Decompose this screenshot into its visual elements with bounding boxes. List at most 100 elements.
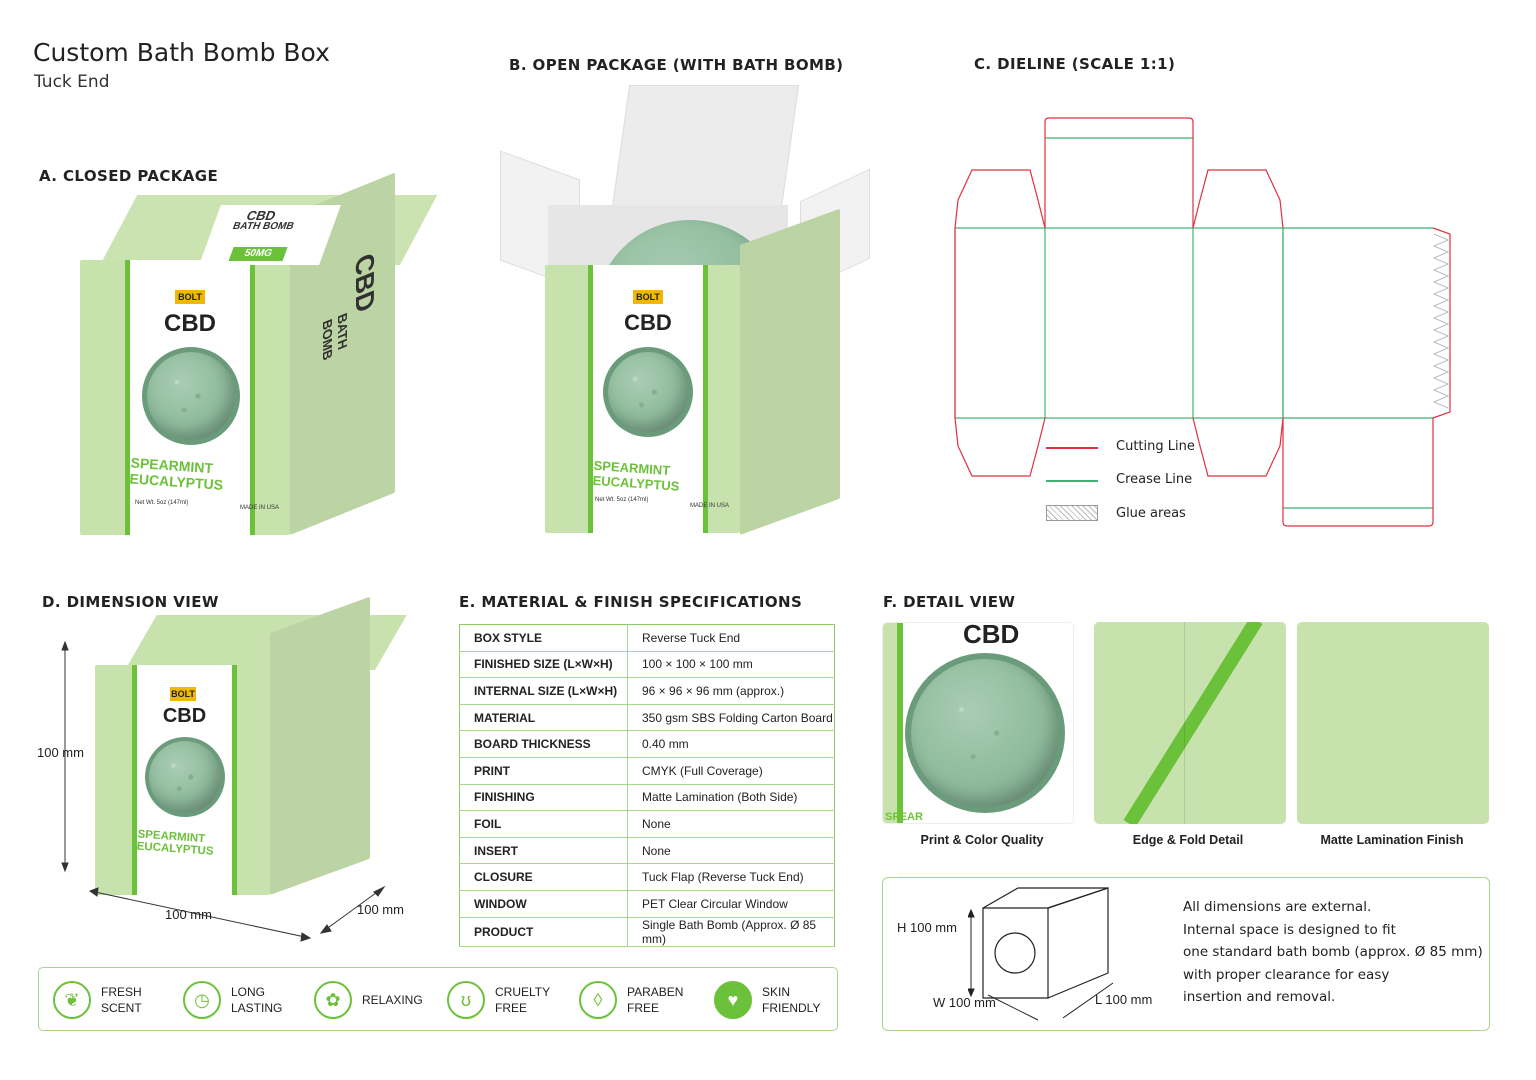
- info-line-4: with proper clearance for easy: [1183, 966, 1390, 983]
- spec-key: PRINT: [459, 757, 628, 785]
- feature-label-line2: FREE: [627, 1001, 660, 1015]
- spec-value: 96 × 96 × 96 mm (approx.): [627, 677, 835, 705]
- spec-row: FINISHED SIZE (L×W×H)100 × 100 × 100 mm: [459, 651, 835, 679]
- cbd-label: CBD: [164, 310, 216, 337]
- side-bath: BATH BOMB: [320, 310, 350, 363]
- info-text: All dimensions are external. Internal sp…: [1183, 896, 1483, 1009]
- info-width: W 100 mm: [933, 995, 996, 1010]
- detail-fold-line: [1184, 622, 1185, 824]
- open-net-weight: Net Wt. 5oz (147ml): [595, 497, 649, 503]
- open-window-ball: [608, 352, 688, 432]
- spec-value: Reverse Tuck End: [627, 624, 835, 652]
- spec-key: FINISHING: [459, 784, 628, 812]
- open-brand-logo: BOLT: [633, 290, 663, 304]
- spec-key: INSERT: [459, 837, 628, 865]
- detail-cbd: CBD: [963, 622, 1020, 649]
- feature-label-line1: CRUELTY: [495, 985, 551, 999]
- info-length: L 100 mm: [1095, 992, 1153, 1007]
- dim-depth: 100 mm: [357, 902, 404, 917]
- dimension-arrows: [61, 640, 386, 942]
- open-box-front: BOLT CBD SPEARMINT EUCALYPTUS Net Wt. 5o…: [545, 265, 740, 533]
- section-f-title: F. DETAIL VIEW: [883, 593, 1016, 611]
- info-height: H 100 mm: [897, 920, 957, 935]
- closed-package: BOLT CBD SPEARMINT EUCALYPTUS Net Wt. 5o…: [80, 172, 438, 545]
- detail-edge-stripe: [1123, 622, 1263, 824]
- spec-value: None: [627, 837, 835, 865]
- side-cbd: CBD: [350, 248, 380, 318]
- info-line-3: one standard bath bomb (approx. Ø 85 mm): [1183, 944, 1483, 960]
- feature-item: ʊ CRUELTY FREE: [447, 968, 565, 1032]
- feature-label-line2: FREE: [495, 1001, 528, 1015]
- open-package: BOLT CBD SPEARMINT EUCALYPTUS Net Wt. 5o…: [500, 85, 875, 545]
- legend-glue: Glue areas: [1116, 506, 1186, 521]
- feature-label-line1: RELAXING: [362, 993, 423, 1007]
- section-c-title: C. DIELINE (SCALE 1:1): [974, 55, 1176, 73]
- spec-value: 100 × 100 × 100 mm: [627, 651, 835, 679]
- open-box-side: [740, 208, 840, 535]
- legend-crease: Crease Line: [1116, 472, 1193, 487]
- lotus-icon: ✿: [314, 981, 352, 1019]
- dimension-box: BOLT CBD SPEARMINT EUCALYPTUS: [95, 596, 407, 910]
- bunny-icon: ʊ: [447, 981, 485, 1019]
- spec-value: None: [627, 810, 835, 838]
- spec-row: INTERNAL SIZE (L×W×H)96 × 96 × 96 mm (ap…: [459, 677, 835, 705]
- box-front-face: BOLT CBD SPEARMINT EUCALYPTUS Net Wt. 5o…: [80, 260, 290, 535]
- dim-cbd-label: CBD: [162, 705, 207, 727]
- top-bath: BATH BOMB: [231, 221, 296, 232]
- section-a-title: A. CLOSED PACKAGE: [39, 167, 219, 185]
- feature-label: PARABEN FREE: [627, 984, 697, 1016]
- dim-height: 100 mm: [37, 745, 84, 760]
- brand-logo: BOLT: [175, 290, 205, 304]
- dim-box-front: BOLT CBD SPEARMINT EUCALYPTUS: [95, 665, 270, 895]
- detail-print-image: CBD SPEAR: [882, 622, 1074, 824]
- detail-caption-edge: Edge & Fold Detail: [1132, 833, 1244, 847]
- spec-key: FOIL: [459, 810, 628, 838]
- feature-label-line2: FRIENDLY: [762, 1001, 821, 1015]
- bath-bomb: [147, 352, 235, 440]
- front-label: BOLT CBD: [125, 260, 255, 535]
- detail-caption-matte: Matte Lamination Finish: [1320, 833, 1464, 847]
- spec-key: BOARD THICKNESS: [459, 730, 628, 758]
- cutting-lines: [954, 117, 1451, 527]
- dieline-drawing: [954, 117, 1451, 527]
- drop-icon: ◊: [579, 981, 617, 1019]
- lid-flap: [610, 85, 800, 215]
- detail-edge-image: [1094, 622, 1286, 824]
- spec-value: 350 gsm SBS Folding Carton Board: [627, 704, 835, 732]
- legend-glue-swatch: [1046, 505, 1098, 521]
- spec-value: CMYK (Full Coverage): [627, 757, 835, 785]
- legend-crease-swatch: [1046, 480, 1098, 482]
- dim-front-label: BOLT CBD: [132, 665, 237, 895]
- detail-spear: SPEAR: [885, 811, 923, 823]
- section-d-title: D. DIMENSION VIEW: [42, 593, 219, 611]
- info-line-5: insertion and removal.: [1183, 989, 1336, 1005]
- spec-key: FINISHED SIZE (L×W×H): [459, 651, 628, 679]
- page-title: Custom Bath Bomb Box: [33, 38, 330, 67]
- spec-value: Matte Lamination (Both Side): [627, 784, 835, 812]
- info-box: H 100 mm W 100 mm L 100 mm All dimension…: [882, 877, 1490, 1031]
- feature-label-line1: FRESH: [101, 985, 142, 999]
- feature-label: CRUELTY FREE: [495, 984, 565, 1016]
- spec-key: INTERNAL SIZE (L×W×H): [459, 677, 628, 705]
- made-in: MADE IN USA: [240, 505, 280, 511]
- feature-item: ◊ PARABEN FREE: [579, 968, 697, 1032]
- feature-label-line1: PARABEN: [627, 985, 684, 999]
- info-line-2: Internal space is designed to fit: [1183, 921, 1396, 938]
- feature-label: RELAXING: [362, 992, 432, 1008]
- detail-green-stripe: [897, 623, 903, 823]
- feature-label-line2: LASTING: [231, 1001, 283, 1015]
